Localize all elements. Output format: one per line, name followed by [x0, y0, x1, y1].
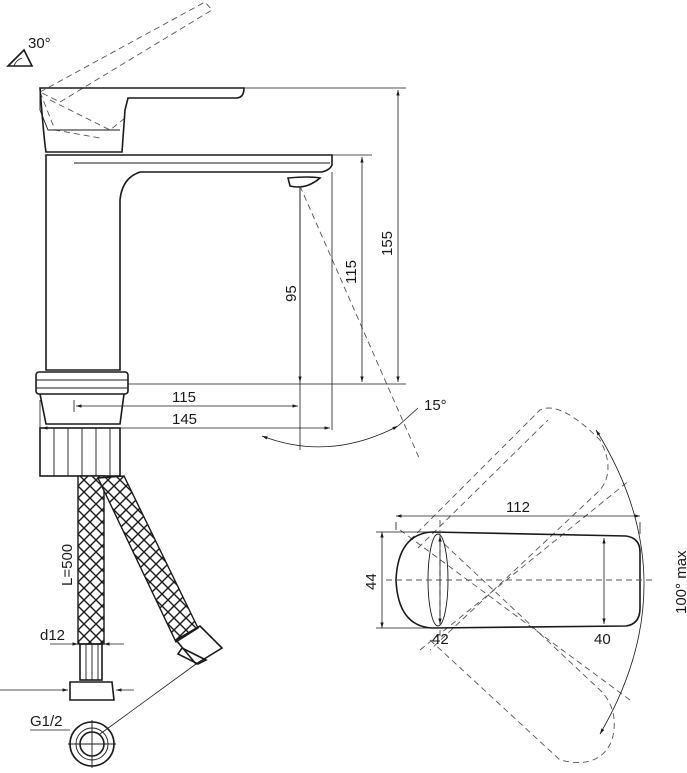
- tilt-angle-symbol: 30°: [6, 35, 51, 67]
- handle-open-position: [39, 1, 213, 139]
- swivel-angle-dimension: 15°: [261, 397, 447, 448]
- hose-straight: [69, 475, 115, 701]
- hose-angled: [96, 475, 224, 666]
- top-view: 112 44 42 40 100° max: [363, 407, 687, 763]
- dimension-115-horizontal-label: 115: [172, 389, 196, 406]
- hose-diameter-label: d12: [40, 627, 65, 644]
- dimension-115-horizontal: 115: [76, 389, 298, 408]
- dimension-42-label: 42: [432, 631, 449, 648]
- tilt-angle-label: 30°: [28, 35, 51, 52]
- hose-length-label: L=500: [59, 544, 76, 586]
- swivel-angle-label: 15°: [424, 397, 447, 414]
- dimension-40-label: 40: [594, 631, 611, 648]
- handle: [39, 87, 245, 153]
- thread-label: G1/2: [30, 713, 63, 730]
- dimension-112: 112: [395, 499, 641, 534]
- dimension-95: 95: [283, 188, 302, 382]
- thread-end-view: [68, 663, 197, 768]
- dimension-145-label: 145: [172, 411, 197, 428]
- side-view: 30° 155 115 95 115 145 1: [0, 1, 447, 768]
- dimension-95-label: 95: [283, 285, 300, 302]
- dimension-40: 40: [594, 538, 611, 648]
- base-ring: [35, 371, 129, 425]
- dimension-155-label: 155: [379, 231, 396, 256]
- dimension-115-vertical-label: 115: [343, 260, 360, 284]
- faucet-body: [45, 154, 333, 371]
- dimension-44-label: 44: [363, 573, 380, 590]
- hose-diameter-dimension: d12: [40, 627, 124, 646]
- dimension-44: 44: [363, 531, 430, 629]
- dimension-155: 155: [379, 90, 400, 382]
- dimension-115-vertical: 115: [343, 157, 364, 382]
- thread-dimension: G1/2: [0, 688, 134, 731]
- rotation-label: 100° max: [673, 550, 687, 614]
- hose-length-dimension: L=500: [59, 544, 76, 586]
- dimension-145: 145: [42, 411, 330, 430]
- swivel-line: [299, 185, 421, 461]
- handle-top-outline: [386, 520, 652, 636]
- dimension-112-label: 112: [506, 499, 530, 516]
- fixing-nut: [39, 427, 121, 477]
- handle-rotated-positions: [399, 407, 631, 763]
- rotation-dimension: 100° max: [595, 429, 687, 735]
- dimension-42: 42: [432, 536, 449, 648]
